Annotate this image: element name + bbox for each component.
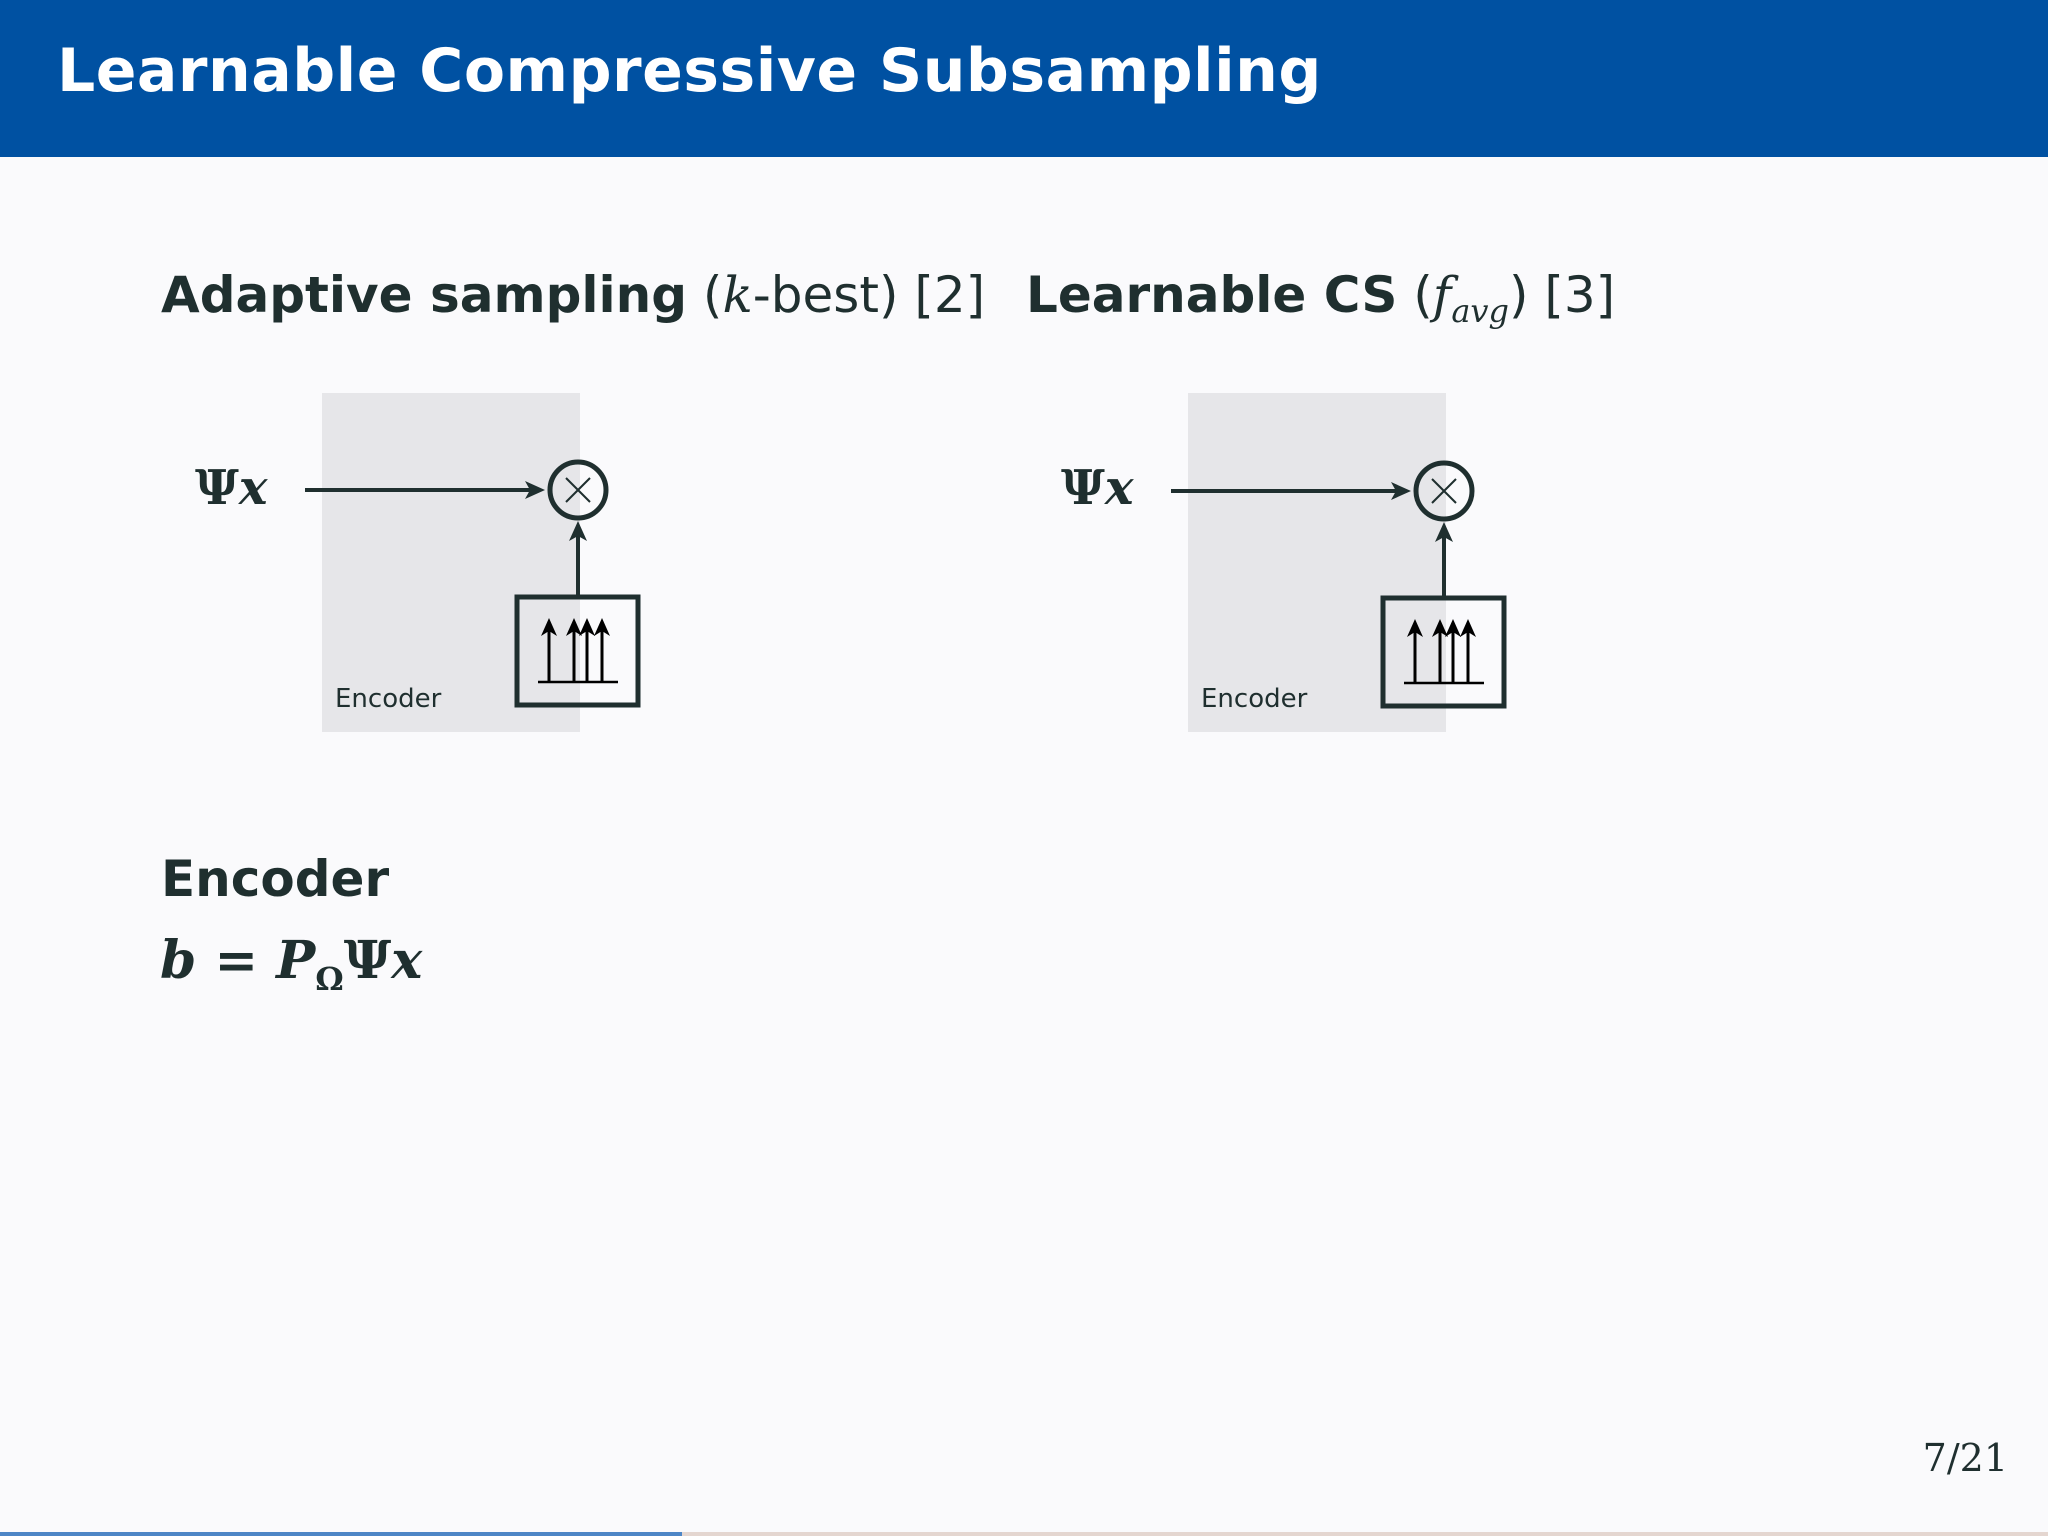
multiply-circle-icon — [547, 459, 609, 521]
column-title-open: ( — [1397, 266, 1433, 324]
progress-bar — [0, 1532, 2048, 1536]
input-var: x — [1104, 460, 1134, 516]
page-number: 7/21 — [1922, 1436, 2008, 1480]
equation-p: P — [276, 930, 316, 991]
diagram-graphics — [305, 459, 641, 708]
slide-title: Learnable Compressive Subsampling — [57, 36, 1322, 106]
input-symbol: Ψ — [195, 460, 239, 516]
input-label: Ψx — [195, 460, 267, 516]
column-title-open: ( — [687, 266, 723, 324]
encoder-block — [322, 393, 580, 732]
multiply-circle-icon — [1413, 460, 1475, 522]
input-symbol: Ψ — [1061, 460, 1105, 516]
encoder-diagram-learnable: Encoder Ψx — [1061, 380, 1561, 740]
column-title-learnable-cs: Learnable CS (favg) [3] — [1026, 266, 1616, 327]
encoder-label: Encoder — [1201, 684, 1308, 714]
column-title-adaptive-sampling: Adaptive sampling (k-best) [2] — [161, 266, 985, 324]
encoder-equation: b = PΩΨx — [160, 930, 423, 995]
arrow-right-icon — [1171, 482, 1411, 500]
sampling-arrows-icon — [514, 594, 641, 708]
column-title-math: k — [722, 266, 753, 324]
column-title-math: f — [1432, 266, 1452, 324]
equation-lhs: b — [160, 930, 197, 991]
arrow-right-icon — [305, 481, 545, 499]
arrow-up-icon — [569, 521, 587, 597]
equation-x: x — [391, 930, 423, 991]
column-title-subscript: avg — [1451, 292, 1509, 330]
encoder-diagram-adaptive: Encoder Ψx — [195, 380, 695, 740]
equation-psi: Ψ — [343, 930, 392, 991]
column-title-bold: Adaptive sampling — [161, 266, 688, 324]
column-title-rest: ) [3] — [1508, 266, 1616, 324]
encoder-label: Encoder — [335, 684, 442, 714]
column-title-bold: Learnable CS — [1026, 266, 1398, 324]
encoder-heading: Encoder — [161, 850, 390, 908]
encoder-block — [1188, 393, 1446, 732]
diagram-graphics — [1171, 460, 1507, 709]
sampling-arrows-icon — [1380, 595, 1507, 709]
input-var: x — [238, 460, 268, 516]
column-title-rest: -best) [2] — [752, 266, 986, 324]
equation-subscript: Ω — [315, 960, 344, 998]
input-label: Ψx — [1061, 460, 1133, 516]
equation-operator: = — [196, 930, 277, 991]
slide-header: Learnable Compressive Subsampling — [0, 0, 2048, 157]
progress-fill — [0, 1532, 682, 1536]
arrow-up-icon — [1435, 522, 1453, 598]
